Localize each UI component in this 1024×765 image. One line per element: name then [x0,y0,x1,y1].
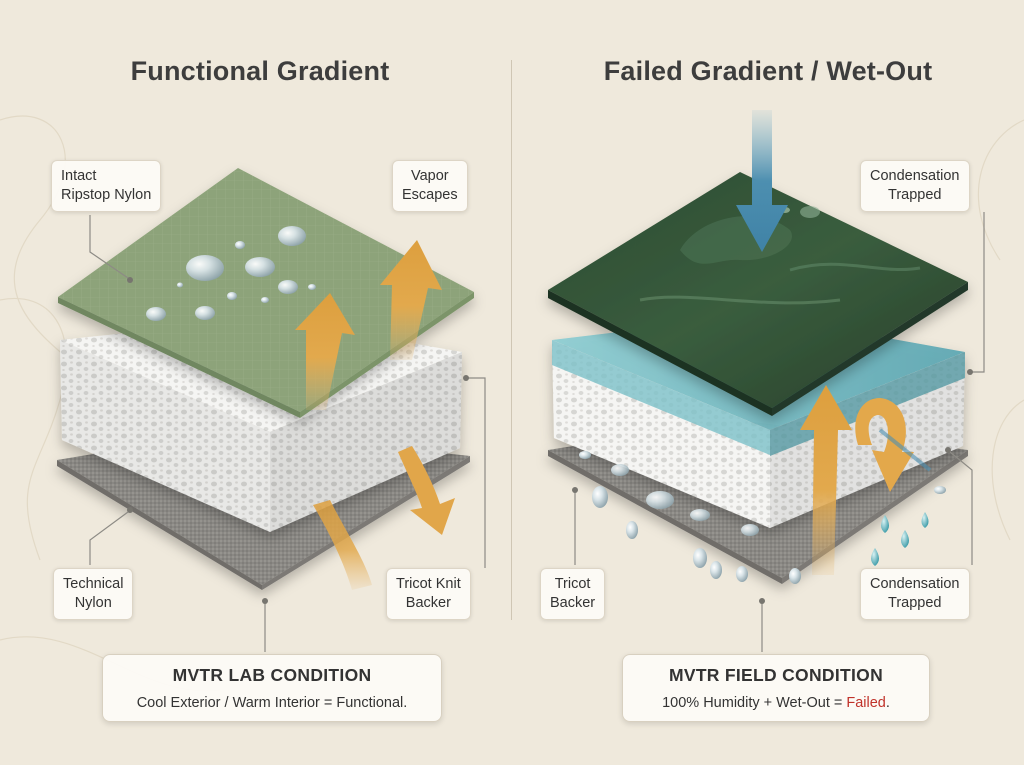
field-condition-box: MVTR FIELD CONDITION 100% Humidity + Wet… [622,654,930,722]
left-vapor-arrows [295,240,455,590]
right-diagram [548,110,985,652]
right-condensation-drops [579,451,946,584]
panel-divider [511,60,512,620]
lab-condition-body: Cool Exterior / Warm Interior = Function… [136,695,408,711]
left-title: Functional Gradient [130,56,390,86]
right-leader-lines [572,212,985,652]
callout-tricot-backer: Tricot Backer [540,568,606,620]
callout-condensation-trapped-bottom: Condensation Trapped [860,568,970,620]
left-diagram [57,168,486,652]
lab-condition-heading: MVTR LAB CONDITION [172,665,372,685]
field-condition-heading: MVTR FIELD CONDITION [668,665,884,685]
left-leader-lines [89,215,486,652]
lab-condition-box: MVTR LAB CONDITION Cool Exterior / Warm … [102,654,442,722]
callout-vapor-escapes: Vapor Escapes [392,160,468,212]
callout-technical-nylon: Technical Nylon [53,568,134,620]
right-vapor-arrows [800,385,932,575]
right-outer-layer [548,172,968,416]
left-water-beads [146,226,316,321]
right-water-arrow [736,110,788,252]
callout-intact-ripstop: Intact Ripstop Nylon [51,160,162,212]
callout-tricot-knit-backer: Tricot Knit Backer [386,568,471,620]
field-condition-body: 100% Humidity + Wet-Out = Failed. [662,695,890,711]
left-outer-layer [58,168,474,418]
failed-status: Failed [846,695,886,711]
callout-condensation-trapped-top: Condensation Trapped [860,160,970,212]
right-title: Failed Gradient / Wet-Out [603,56,933,86]
